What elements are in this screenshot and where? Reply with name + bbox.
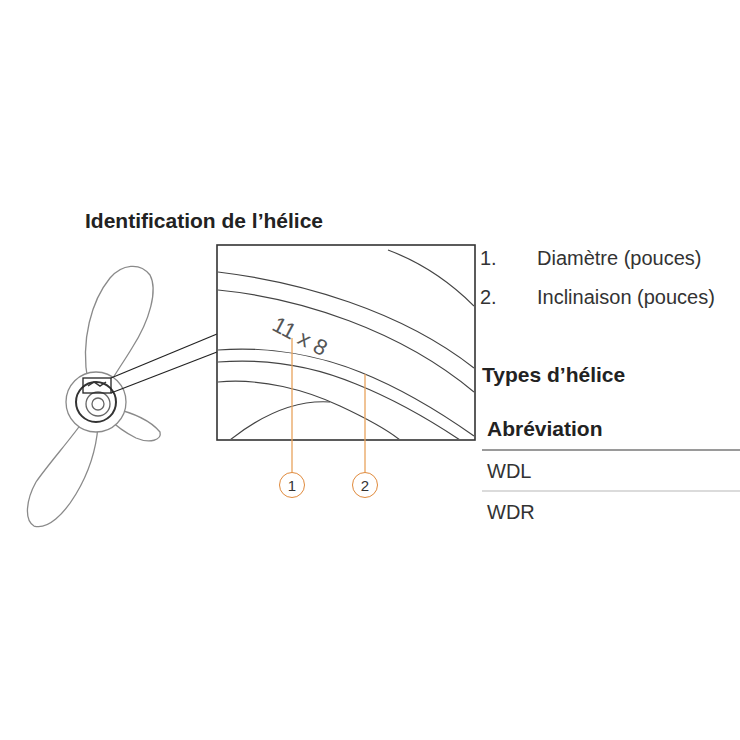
- list-text: Diamètre (pouces): [537, 246, 702, 270]
- table-header: Abréviation: [487, 416, 603, 441]
- table-cell: WDL: [487, 459, 531, 483]
- callout-circle: 2: [352, 472, 378, 498]
- section-heading: Types d’hélice: [482, 362, 625, 387]
- list-text: Inclinaison (pouces): [537, 285, 715, 309]
- list-number: 1.: [480, 246, 497, 270]
- list-number: 2.: [480, 285, 497, 309]
- callout-number: 1: [288, 478, 296, 493]
- title: Identification de l’hélice: [85, 208, 323, 233]
- table-cell: WDR: [487, 500, 535, 524]
- callout-circle: 1: [279, 472, 305, 498]
- callout-number: 2: [361, 478, 369, 493]
